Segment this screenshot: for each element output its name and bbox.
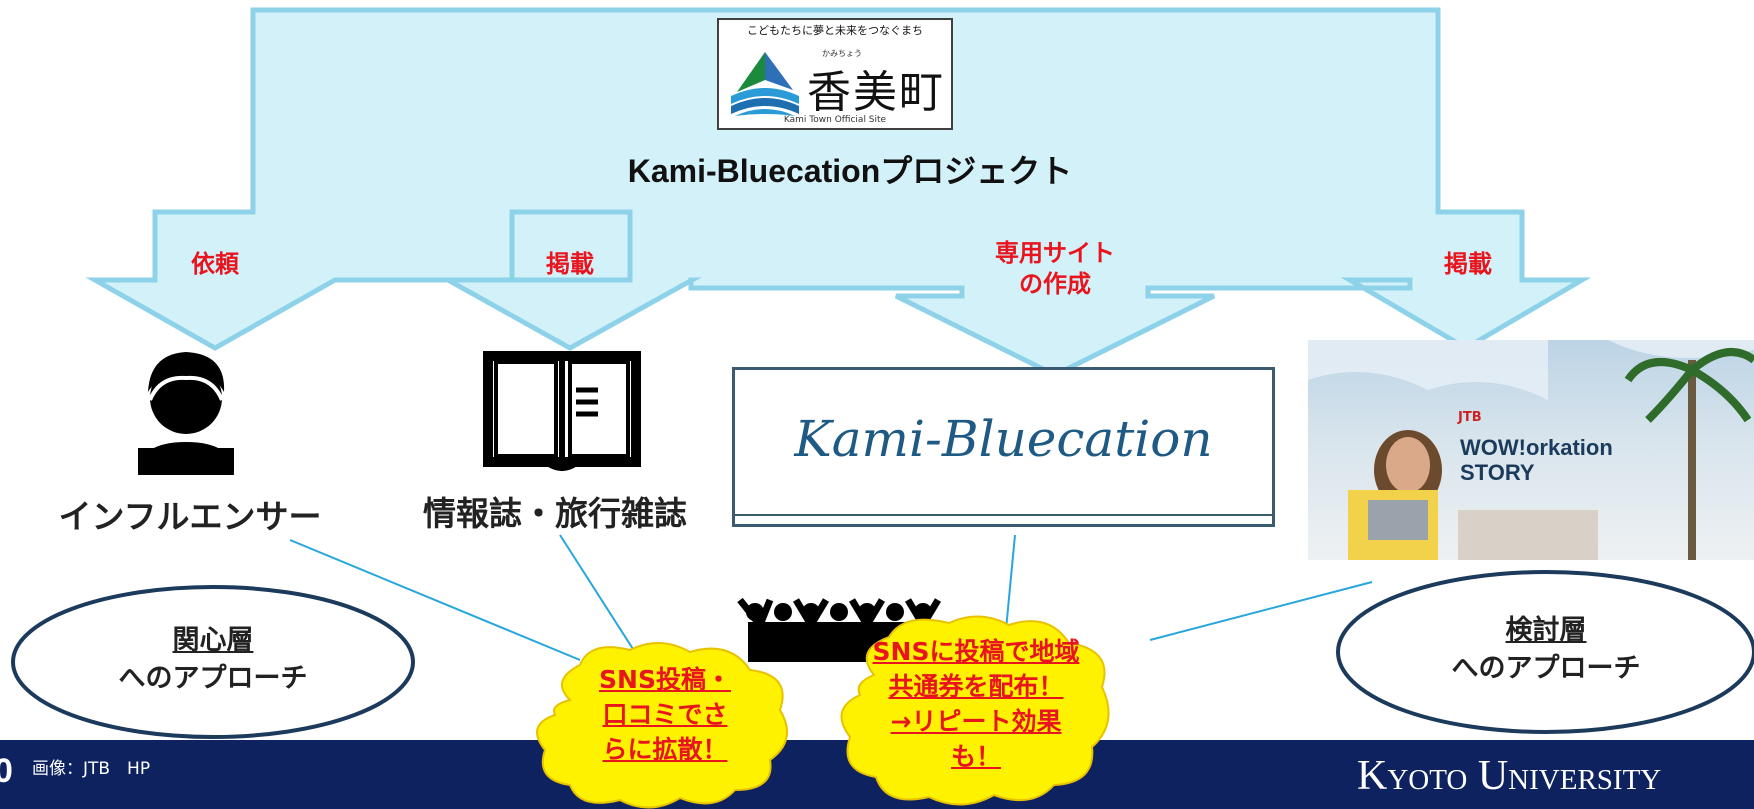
wow-orkation-story-image: JTB WOW!orkation STORY	[1308, 340, 1754, 560]
logo-subtitle: Kami Town Official Site	[783, 115, 887, 125]
interest-layer-approach: へのアプローチ	[118, 663, 308, 694]
interest-layer-ellipse	[11, 585, 415, 739]
connector-magazine	[559, 534, 641, 661]
image-credit: 画像：JTB HP	[32, 759, 151, 779]
kami-bluecation-logo-text: Kami-Bluecation	[794, 410, 1213, 468]
magazine-label: 情報誌・旅行雑誌	[423, 494, 687, 533]
consideration-layer-approach: へのアプローチ	[1451, 653, 1641, 684]
photo-scene-icon	[1308, 340, 1754, 560]
consideration-layer-ellipse	[1336, 570, 1754, 734]
arrow-label-publish-magazine: 掲載	[546, 250, 594, 278]
connector-wow	[1149, 581, 1373, 641]
interest-layer-label: 関心層 へのアプローチ	[40, 622, 386, 698]
logo-tagline: こどもたちに夢と未来をつなぐまち	[747, 24, 923, 37]
connector-site	[1004, 534, 1016, 641]
influencer-label: インフルエンサー	[58, 497, 322, 536]
person-hair-line	[148, 375, 224, 401]
consideration-layer-title: 検討層	[1505, 615, 1587, 646]
kami-bluecation-site-box: Kami-Bluecation	[732, 367, 1275, 527]
connector-influencer	[289, 539, 581, 661]
page-number: 0	[0, 752, 13, 790]
kami-town-emblem-icon	[731, 52, 799, 116]
interest-layer-title: 関心層	[172, 625, 254, 656]
logo-furigana: かみちょう	[822, 49, 862, 58]
coupon-distribution-cloud-icon	[840, 615, 1110, 806]
kyoto-university-wordmark: Kyoto University	[1357, 753, 1662, 799]
consideration-layer-label: 検討層 へのアプローチ	[1373, 612, 1719, 688]
kami-town-logo: こどもたちに夢と未来をつなぐまち かみちょう 香美町 Kami Town Off…	[717, 18, 953, 130]
sns-spread-text: SNS投稿・ 口コミでさ らに拡散！	[599, 665, 731, 764]
wow-title-line1: WOW!orkation	[1460, 435, 1613, 460]
arrow-label-publish-wow: 掲載	[1444, 250, 1492, 278]
project-title: Kami-Bluecationプロジェクト	[627, 153, 1073, 189]
wow-title-line2: STORY	[1460, 460, 1535, 485]
coupon-distribution-text: SNSに投稿で地域 共通券を配布！ →リピート効果 も！	[872, 637, 1080, 771]
wow-brand: JTB	[1458, 410, 1482, 425]
project-banner-shape	[85, 7, 1592, 378]
arrow-label-site-creation: 専用サイト の作成	[995, 239, 1115, 298]
person-icon	[138, 352, 234, 475]
arrow-label-request: 依頼	[191, 250, 239, 278]
book-icon	[483, 351, 641, 471]
logo-town-name: 香美町	[807, 67, 945, 118]
sns-spread-cloud-icon	[536, 641, 789, 809]
